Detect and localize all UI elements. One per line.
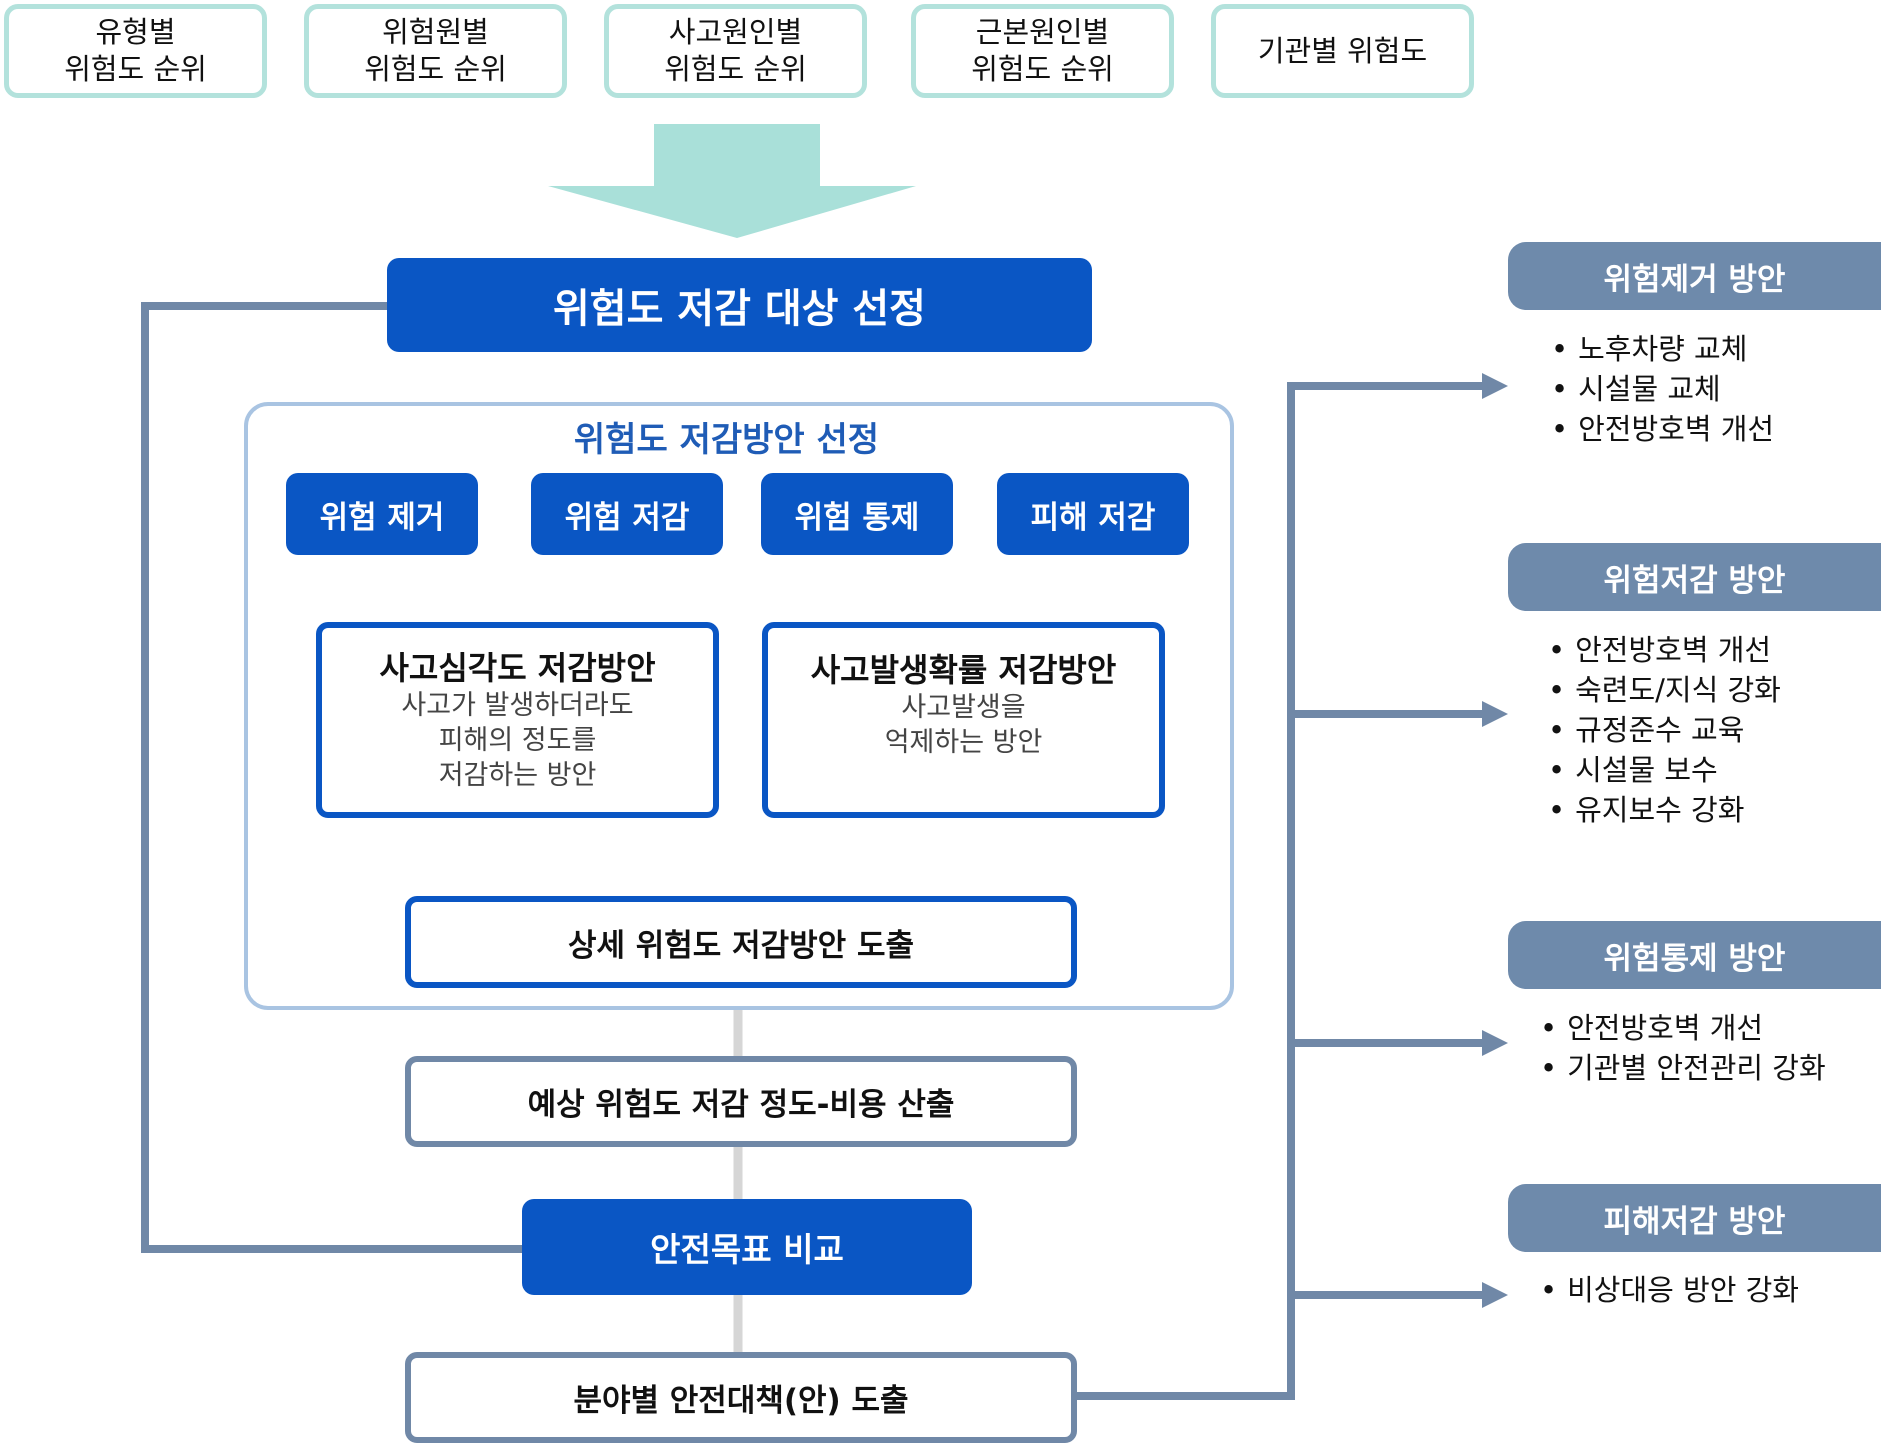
ranking-box-line2: 위험도 순위 [971, 52, 1114, 86]
final-measures-label: 분야별 안전대책(안) 도출 [573, 1383, 909, 1419]
target-selection-box: 위험도 저감 대상 선정 [387, 258, 1092, 352]
probability-reduction-desc: 억제하는 방안 [884, 727, 1043, 758]
probability-reduction-desc: 사고발생을 [901, 692, 1026, 723]
measure-title: 피해저감 방안 [1603, 1203, 1786, 1240]
measure-title: 위험제거 방안 [1603, 261, 1786, 298]
ranking-box-line1: 사고원인별 [668, 15, 803, 49]
measure-header-control: 위험통제 방안 [1508, 921, 1881, 989]
feedback-loop-line [141, 302, 522, 1253]
arrow-heads [1482, 373, 1508, 1308]
target-selection-label: 위험도 저감 대상 선정 [553, 286, 926, 332]
risk-control-button: 위험 통제 [761, 473, 953, 555]
measure-title: 위험통제 방안 [1603, 940, 1786, 977]
severity-reduction-desc: 저감하는 방안 [438, 759, 597, 791]
distribution-lines [1072, 382, 1486, 1400]
ranking-box-line2: 위험도 순위 [64, 52, 207, 86]
cost-estimate-box: 예상 위험도 저감 정도-비용 산출 [405, 1056, 1077, 1147]
ranking-box-line2: 위험도 순위 [364, 52, 507, 86]
ranking-box-line1: 위험원별 [382, 15, 489, 49]
list-item: 유지보수 강화 [1548, 790, 1881, 830]
final-measures-box: 분야별 안전대책(안) 도출 [405, 1352, 1077, 1443]
list-item: 안전방호벽 개선 [1540, 1008, 1881, 1048]
severity-reduction-desc: 사고가 발생하더라도 [401, 689, 634, 721]
cost-estimate-label: 예상 위험도 저감 정도-비용 산출 [527, 1087, 955, 1123]
detail-plan-box: 상세 위험도 저감방안 도출 [405, 896, 1077, 988]
damage-reduction-label: 피해 저감 [1030, 499, 1156, 536]
measure-header-damage: 피해저감 방안 [1508, 1184, 1881, 1252]
damage-reduction-button: 피해 저감 [997, 473, 1189, 555]
list-item: 안전방호벽 개선 [1548, 630, 1881, 670]
risk-removal-button: 위험 제거 [286, 473, 478, 555]
measure-title: 위험저감 방안 [1603, 562, 1786, 599]
down-arrow [548, 124, 916, 238]
risk-reduction-button: 위험 저감 [531, 473, 723, 555]
risk-reduction-label: 위험 저감 [564, 499, 690, 536]
measure-header-reduction: 위험저감 방안 [1508, 543, 1881, 611]
measure-list-removal: 노후차량 교체 시설물 교체 안전방호벽 개선 [1551, 329, 1881, 449]
list-item: 시설물 교체 [1551, 369, 1881, 409]
ranking-box-agency: 기관별 위험도 [1211, 4, 1474, 98]
safety-goal-label: 안전목표 비교 [650, 1230, 844, 1269]
ranking-box-line2: 위험도 순위 [664, 52, 807, 86]
probability-reduction-title: 사고발생확률 저감방안 [810, 651, 1117, 689]
list-item: 비상대응 방안 강화 [1540, 1270, 1881, 1310]
reduction-plan-group-title: 위험도 저감방안 선정 [573, 420, 880, 460]
severity-reduction-title: 사고심각도 저감방안 [379, 648, 656, 687]
list-item: 시설물 보수 [1548, 750, 1881, 790]
list-item: 기관별 안전관리 강화 [1540, 1048, 1881, 1088]
ranking-box-line1: 기관별 위험도 [1257, 33, 1428, 68]
safety-goal-box: 안전목표 비교 [522, 1199, 972, 1295]
detail-plan-label: 상세 위험도 저감방안 도출 [567, 927, 915, 964]
ranking-box-line1: 근본원인별 [975, 15, 1110, 49]
list-item: 노후차량 교체 [1551, 329, 1881, 369]
ranking-box-line1: 유형별 [95, 15, 176, 49]
probability-reduction-box: 사고발생확률 저감방안 사고발생을 억제하는 방안 [762, 622, 1165, 818]
list-item: 규정준수 교육 [1548, 710, 1881, 750]
list-item: 안전방호벽 개선 [1551, 409, 1881, 449]
risk-control-label: 위험 통제 [794, 499, 920, 536]
measure-header-removal: 위험제거 방안 [1508, 242, 1881, 310]
list-item: 숙련도/지식 강화 [1548, 670, 1881, 710]
measure-list-reduction: 안전방호벽 개선 숙련도/지식 강화 규정준수 교육 시설물 보수 유지보수 강… [1548, 630, 1881, 830]
risk-removal-label: 위험 제거 [319, 499, 445, 536]
measure-list-control: 안전방호벽 개선 기관별 안전관리 강화 [1540, 1008, 1881, 1088]
measure-list-damage: 비상대응 방안 강화 [1540, 1270, 1881, 1310]
severity-reduction-desc: 피해의 정도를 [438, 724, 597, 756]
severity-reduction-box: 사고심각도 저감방안 사고가 발생하더라도 피해의 정도를 저감하는 방안 [316, 622, 719, 818]
